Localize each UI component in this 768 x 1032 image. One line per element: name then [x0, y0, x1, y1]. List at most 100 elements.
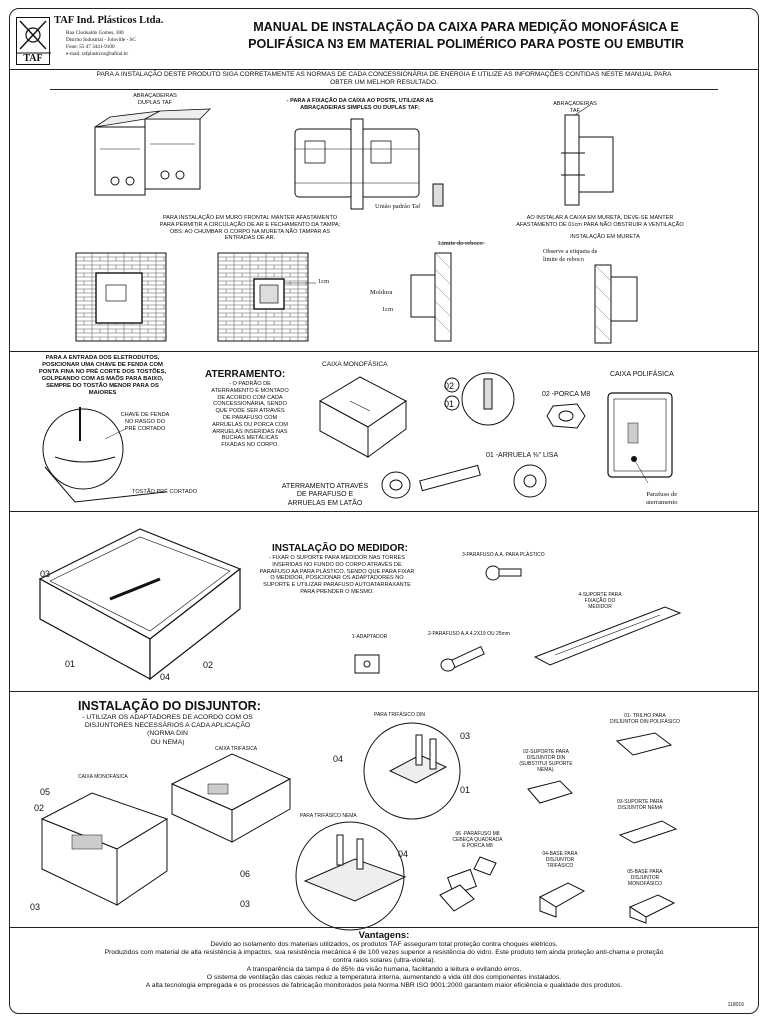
num-03-breaker-b: 03 — [30, 902, 41, 912]
header: TAF TAF Ind. Plásticos Ltda. Rua Clodoal… — [16, 15, 752, 69]
din-rail-illustration — [615, 732, 673, 756]
breaker-text: - UTILIZAR OS ADAPTADORES DE ACORDO COM … — [82, 714, 253, 746]
num-01-meter: 01 — [65, 659, 76, 669]
label-arruela: 01 -ARRUELA ⅜" LISA — [486, 452, 559, 459]
label-mureta-afastamento: AO INSTALAR A CAIXA EM MURETA, DEVE-SE M… — [516, 215, 684, 228]
label-moldura: Moldura — [370, 289, 393, 296]
label-limite-reboco: Limite do reboco — [438, 240, 483, 247]
num-05-breaker: 05 — [40, 787, 51, 797]
brick-wall-flush-illustration — [217, 252, 316, 342]
poly-box-illustration — [607, 392, 673, 484]
tri-base-illustration — [538, 882, 586, 918]
label-1cm-a: 1cm — [318, 278, 330, 285]
advantage-line-4: A transparência da tampa é de 85% da vis… — [246, 965, 522, 973]
num-02-breaker: 02 — [34, 803, 45, 813]
advantage-line-6: A alta tecnologia empregada e os process… — [145, 982, 623, 990]
num-01-ground: 01 — [444, 399, 455, 409]
divider-section-1 — [10, 351, 758, 352]
tri-box-illustration — [170, 753, 292, 843]
adapter-illustration — [354, 654, 380, 674]
divider-intro — [50, 89, 718, 90]
pole-mount-illustration — [294, 118, 444, 210]
breaker-title: INSTALAÇÃO DO DISJUNTOR: — [78, 699, 261, 713]
advantage-line-3: contra raios solares (ultra-violeta). — [332, 957, 436, 965]
document-title: MANUAL DE INSTALAÇÃO DA CAIXA PARA MEDIÇ… — [186, 19, 746, 53]
num-03-breaker: 03 — [460, 731, 471, 741]
screw-2-illustration — [440, 645, 485, 672]
label-1cm-b: 1cm — [382, 306, 394, 313]
label-eletrodutos: PARA A ENTRADA DOS ELETRODUTOS,POSICIONA… — [38, 355, 167, 397]
mono-breaker-box-illustration — [40, 792, 169, 906]
support-bar-illustration — [533, 606, 682, 666]
num-02-ground: 02 — [444, 381, 455, 391]
double-box-illustration — [94, 108, 212, 196]
num-04-breaker-b: 04 — [398, 849, 409, 859]
logo-emblem — [17, 20, 51, 54]
company-phone: Fone: 55 47 3441-9100 — [66, 44, 115, 50]
nema-support-illustration — [618, 820, 678, 844]
company-email: e-mail: tafplasticos@tafind.br — [66, 51, 129, 57]
label-caixa-monofasica-4: CAIXA MONOFÁSICA — [78, 774, 128, 780]
label-porca-m8: 02 -PORCA M8 — [542, 391, 591, 398]
num-03-meter: 03 — [40, 569, 51, 579]
advantages-block: Vantagens: Devido ao isolamento dos mate… — [20, 930, 748, 990]
company-name: TAF Ind. Plásticos Ltda. — [54, 15, 164, 26]
num-04-meter: 04 — [160, 672, 171, 682]
company-district: Distrito Industrial - Joinville - SC — [66, 37, 136, 43]
label-uniao-padrao: União padrão Taf — [375, 203, 421, 210]
company-address: Rua Clodoaldo Gomes, 300 — [66, 30, 124, 36]
mono-base-illustration — [628, 894, 676, 924]
title-line-2: POLIFÁSICA N3 EM MATERIAL POLIMÉRICO PAR… — [248, 37, 684, 51]
advantage-line-2: Produzidos com material de alta resistên… — [104, 949, 664, 957]
grounding-detail-illustration — [444, 372, 515, 426]
num-06-breaker: 06 — [240, 869, 251, 879]
label-fixacao-poste: - PARA A FIXAÇÃO DA CAIXA AO POSTE, UTIL… — [286, 98, 434, 111]
label-trifasico-din: PARA TRIFÁSICO DIN — [374, 712, 425, 718]
screw-washer-illustration — [381, 464, 547, 499]
advantage-line-1: Devido ao isolamento dos materiais utili… — [210, 941, 558, 948]
label-caixa-trifasica: CAIXA TRIFÁSICA — [215, 746, 258, 752]
aa-screw-illustration — [485, 565, 522, 581]
label-trifasico-nema: PARA TRIFÁSICO NEMA — [300, 813, 357, 819]
m8-screw-illustration — [439, 856, 497, 912]
nema-detail-illustration — [295, 821, 407, 931]
num-01-breaker: 01 — [460, 785, 471, 795]
intro-text: PARA A INSTALAÇÃO DESTE PRODUTO SIGA COR… — [30, 71, 738, 87]
nut-illustration — [546, 403, 586, 429]
label-caixa-monofasica-2: CAIXA MONOFÁSICA — [322, 361, 388, 368]
brick-wall-box-illustration — [75, 252, 167, 342]
document-code: 118016 — [727, 1002, 744, 1008]
label-caixa-polifasica: CAIXA POLIFÁSICA — [610, 371, 674, 378]
num-03-breaker-c: 03 — [240, 899, 251, 909]
label-muro-frontal: PARA INSTALAÇÃO EM MURO FRONTAL MANTER A… — [159, 215, 341, 242]
advantages-title: Vantagens: — [358, 930, 410, 941]
label-parafuso-aa: 3-PARAFUSO A.A. PARA PLÁSTICO — [462, 552, 545, 558]
intro-line-1: PARA A INSTALAÇÃO DESTE PRODUTO SIGA COR… — [96, 71, 672, 78]
mureta-section-illustration — [594, 264, 638, 344]
din-support-illustration — [527, 780, 573, 804]
taf-logo: TAF — [16, 17, 51, 65]
logo-text: TAF — [23, 53, 43, 64]
company-logo-block: TAF TAF Ind. Plásticos Ltda. Rua Clodoal… — [16, 15, 186, 69]
label-parafuso-2: 2-PARAFUSO A.A 4,2X19 OU 25mm — [428, 631, 510, 637]
num-04-breaker: 04 — [333, 754, 344, 764]
label-tostao: TOSTÃO PRÉ CORTADO — [132, 489, 197, 495]
aterramento-title: ATERRAMENTO: — [205, 369, 286, 380]
intro-line-2: OBTER UM MELHOR RESULTADO. — [330, 79, 438, 86]
divider-section-2 — [10, 511, 758, 512]
meter-text: - FIXAR O SUPORTE PARA MEDIDOR NAS TORRE… — [259, 555, 415, 595]
divider-section-3 — [10, 691, 758, 692]
din-detail-illustration — [363, 722, 461, 820]
knockout-illustration — [42, 407, 166, 503]
